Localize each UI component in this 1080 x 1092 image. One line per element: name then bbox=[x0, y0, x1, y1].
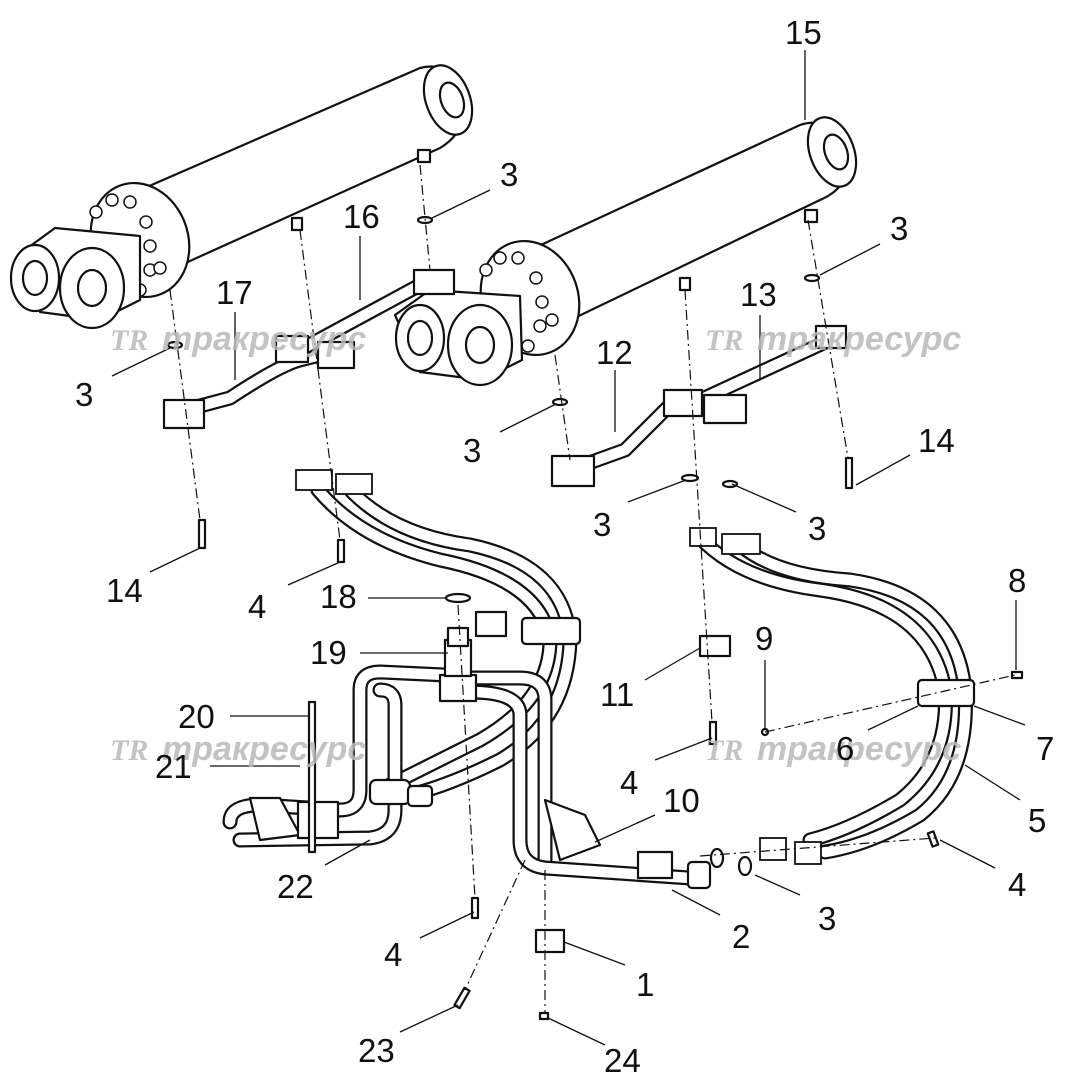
o-ring-3a bbox=[709, 847, 725, 869]
callout-13: 13 bbox=[740, 276, 777, 313]
callout-2: 2 bbox=[732, 918, 750, 955]
callout-22: 22 bbox=[277, 868, 314, 905]
callout-3: 3 bbox=[500, 156, 518, 193]
clamp-11 bbox=[698, 634, 732, 658]
callout-3: 3 bbox=[890, 210, 908, 247]
callout-8: 8 bbox=[1008, 562, 1026, 599]
callout-18: 18 bbox=[320, 578, 357, 615]
bolt-4b bbox=[708, 720, 718, 746]
small-parts bbox=[166, 215, 1024, 1021]
callout-16: 16 bbox=[343, 198, 380, 235]
callout-17: 17 bbox=[216, 274, 253, 311]
clamp-1 bbox=[534, 928, 566, 954]
svg-text:TR: TR bbox=[705, 734, 743, 767]
bolt-4d bbox=[926, 830, 940, 848]
callout-6: 6 bbox=[836, 730, 854, 767]
callout-24: 24 bbox=[604, 1042, 641, 1079]
watermark-top-left: TR тракресурс bbox=[110, 320, 366, 358]
screw-8 bbox=[1010, 670, 1024, 680]
nut-24 bbox=[538, 1011, 550, 1021]
callout-9: 9 bbox=[755, 620, 773, 657]
tube-17 bbox=[162, 342, 348, 430]
watermark-top-right: TR тракресурс bbox=[705, 320, 961, 358]
bolt-23 bbox=[453, 986, 471, 1010]
bolt-14-right bbox=[844, 456, 854, 490]
callout-3: 3 bbox=[463, 432, 481, 469]
callout-21: 21 bbox=[155, 748, 192, 785]
o-ring-right-1 bbox=[551, 397, 569, 407]
callout-5: 5 bbox=[1028, 802, 1046, 839]
callout-4: 4 bbox=[248, 588, 266, 625]
svg-text:тракресурс: тракресурс bbox=[757, 320, 961, 358]
callout-3: 3 bbox=[808, 510, 826, 547]
o-ring-right-3 bbox=[680, 473, 700, 483]
o-ring-left-1 bbox=[166, 340, 184, 350]
o-ring-right-2 bbox=[803, 273, 821, 283]
hose-assembly-left bbox=[295, 469, 582, 803]
callout-19: 19 bbox=[310, 634, 347, 671]
callout-numbers: 15 3 16 3 17 13 12 3 3 14 3 3 8 14 4 18 … bbox=[75, 14, 1054, 1079]
tube-16 bbox=[274, 268, 456, 370]
callout-14: 14 bbox=[106, 572, 143, 609]
callout-3: 3 bbox=[818, 900, 836, 937]
tube-13 bbox=[662, 324, 848, 425]
watermark-bottom-left: TR тракресурс bbox=[110, 730, 366, 768]
svg-text:TR: TR bbox=[110, 324, 148, 357]
bolt-14-left bbox=[197, 518, 207, 550]
bolt-20 bbox=[307, 700, 317, 854]
callout-3: 3 bbox=[593, 506, 611, 543]
left-hydraulic-cylinder bbox=[9, 64, 474, 330]
svg-text:TR: TR bbox=[110, 734, 148, 767]
pipe-frame bbox=[222, 610, 712, 890]
callout-20: 20 bbox=[178, 698, 215, 735]
callout-4: 4 bbox=[1008, 866, 1026, 903]
svg-text:TR: TR bbox=[705, 324, 743, 357]
callout-15: 15 bbox=[785, 14, 822, 51]
callout-11: 11 bbox=[600, 676, 634, 713]
bolt-4c bbox=[470, 896, 480, 920]
callout-4: 4 bbox=[620, 764, 638, 801]
svg-text:тракресурс: тракресурс bbox=[162, 730, 366, 768]
watermark-bottom-right: TR тракресурс bbox=[705, 730, 961, 768]
bolt-4a bbox=[336, 538, 346, 564]
hose-assembly-right bbox=[689, 527, 976, 865]
callout-10: 10 bbox=[663, 782, 700, 819]
callout-4: 4 bbox=[384, 936, 402, 973]
right-hydraulic-cylinder bbox=[393, 116, 858, 387]
callout-23: 23 bbox=[358, 1032, 395, 1069]
seal-18 bbox=[444, 592, 472, 604]
callout-14: 14 bbox=[918, 422, 955, 459]
svg-text:тракресурс: тракресурс bbox=[757, 730, 961, 768]
callout-1: 1 bbox=[636, 966, 654, 1003]
o-ring-3b bbox=[737, 855, 753, 877]
callout-3: 3 bbox=[75, 376, 93, 413]
o-ring-right-4 bbox=[721, 479, 739, 489]
fitting-19 bbox=[446, 626, 470, 648]
callout-7: 7 bbox=[1036, 730, 1054, 767]
callout-12: 12 bbox=[596, 334, 633, 371]
svg-text:тракресурс: тракресурс bbox=[162, 320, 366, 358]
leader-lines bbox=[111, 50, 1026, 1046]
alignment-lines bbox=[169, 164, 1016, 1012]
